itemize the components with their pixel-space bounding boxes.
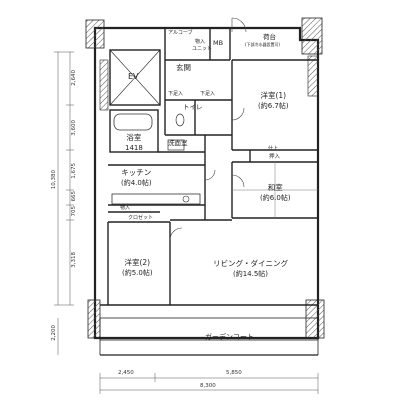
- dim-left-garden: 2,200: [51, 325, 57, 341]
- living-dining-name: リビング・ダイニング: [213, 259, 288, 268]
- storage-unit-sub-label: ユニット: [192, 46, 213, 52]
- dim-left-seg-5: 705: [71, 206, 77, 217]
- dim-left-seg-4: 665: [71, 191, 77, 202]
- garden-court-label: ガーデンコート: [205, 333, 254, 341]
- western-room-2-name: 洋室(2): [124, 258, 151, 267]
- column-mid-left: [99, 59, 109, 111]
- western-room-2-area: (約5.0帖): [122, 268, 153, 277]
- ev-label: EV: [128, 72, 139, 81]
- dim-left-seg-2: 3,600: [71, 120, 77, 136]
- wash-basin: [167, 139, 185, 151]
- dimension-lines-bottom: [99, 373, 319, 394]
- dim-left-seg-6: 3,318: [71, 252, 77, 268]
- dim-left-total: 10,380: [51, 170, 57, 190]
- bath-name: 浴室: [126, 133, 142, 142]
- mb-label: MB: [213, 39, 224, 47]
- japanese-room-name: 和室: [267, 183, 283, 192]
- balcony-store-note: (下部冷水器設置可): [245, 42, 281, 47]
- alcove-label: アルコーブ: [168, 30, 193, 36]
- column-bottom-left: [87, 299, 101, 339]
- toilet-fixture: [175, 113, 185, 127]
- closet-2-label: クロゼット: [128, 215, 154, 221]
- shoe-storage-label-2: 下足入: [200, 91, 216, 97]
- closet-top-label: 仕上: [268, 146, 279, 152]
- kitchen-counter: [111, 193, 201, 205]
- door-swings: [169, 17, 247, 241]
- washroom-label: 洗面室: [168, 139, 188, 147]
- sink-circle: [182, 195, 190, 203]
- column-mid-right: [307, 55, 319, 97]
- tatami-lines: [232, 162, 318, 218]
- bath-size: 1418: [125, 143, 143, 152]
- bathtub: [113, 113, 153, 131]
- western-room-1-label: 洋室(1) (約6.7帖): [258, 92, 289, 110]
- toilet-label: トイレ: [183, 103, 203, 111]
- column-top-right: [301, 17, 323, 55]
- column-top-left: [85, 19, 105, 49]
- western-room-1-name: 洋室(1): [260, 91, 287, 100]
- dim-left-seg-3: 1,675: [71, 163, 77, 179]
- dim-left-seg-top: 2,640: [71, 70, 77, 86]
- garden-court-area: [99, 317, 319, 341]
- japanese-room-area: (約6.0帖): [260, 193, 291, 202]
- storage-unit-label: 物入: [195, 39, 206, 45]
- small-storage-label: 物入: [120, 205, 131, 211]
- living-dining-label: リビング・ダイニング (約14.5帖): [213, 260, 288, 278]
- living-dining-area: (約14.5帖): [232, 269, 269, 278]
- interior-walls: [100, 28, 318, 306]
- dim-bottom-right: 5,850: [226, 370, 242, 376]
- kitchen-area: (約4.0帖): [121, 178, 152, 187]
- dim-bottom-total: 8,300: [200, 383, 216, 389]
- dimension-lines-left: [54, 51, 74, 355]
- balcony-store-label: 荷台: [263, 33, 276, 41]
- western-room-1-area: (約6.7帖): [258, 101, 289, 110]
- shoe-storage-label: 下足入: [168, 91, 184, 97]
- bath-label: 浴室 1418: [125, 134, 143, 152]
- western-room-2-label: 洋室(2) (約5.0帖): [122, 259, 153, 277]
- entrance-label: 玄関: [176, 63, 191, 72]
- column-bottom-right: [305, 299, 325, 339]
- kitchen-label: キッチン (約4.0帖): [121, 169, 152, 187]
- closet-label: 押入: [269, 154, 281, 160]
- dim-bottom-left: 2,450: [118, 370, 134, 376]
- japanese-room-label: 和室 (約6.0帖): [260, 184, 291, 202]
- kitchen-name: キッチン: [121, 168, 152, 177]
